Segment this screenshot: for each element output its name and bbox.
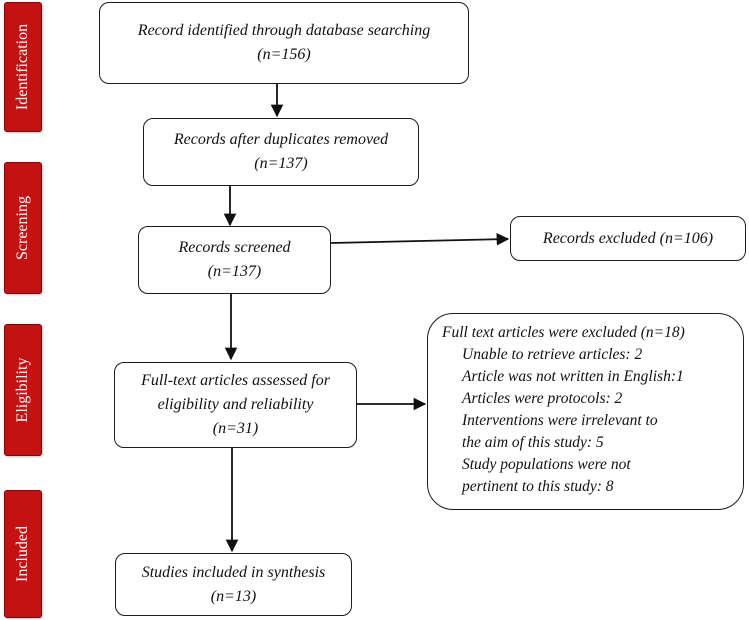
exclusion-reason: Unable to retrieve articles: 2	[462, 346, 643, 363]
box-records-screened: Records screened (n=137)	[138, 226, 331, 294]
stage-tab-identification: Identification	[4, 2, 42, 132]
box-included-synthesis-count: (n=13)	[210, 587, 257, 605]
exclusion-reason: pertinent to this study: 8	[462, 478, 614, 495]
exclusion-reason: Study populations were not	[462, 456, 631, 473]
box-records-excluded: Records excluded (n=106)	[510, 216, 746, 261]
box-full-text-assessed-line2: eligibility and reliability	[157, 396, 314, 413]
exclusion-reason: the aim of this study: 5	[462, 434, 604, 451]
exclusion-reason: Articles were protocols: 2	[462, 390, 623, 407]
arrow-screened-to-excluded	[330, 232, 510, 246]
exclusion-reason: Interventions were irrelevant to	[462, 412, 658, 429]
box-duplicates-removed-text: Records after duplicates removed	[173, 131, 389, 148]
box-records-identified: Record identified through database searc…	[99, 2, 469, 84]
box-full-text-assessed-line1: Full-text articles assessed for	[141, 372, 330, 389]
box-records-identified-count: (n=156)	[257, 46, 311, 63]
box-included-synthesis-text: Studies included in synthesis	[141, 563, 326, 581]
stage-tab-included: Included	[4, 490, 42, 618]
box-records-screened-text: Records screened	[178, 239, 291, 256]
box-records-identified-text: Record identified through database searc…	[137, 22, 431, 39]
box-records-excluded-text: Records excluded (n=106)	[542, 229, 714, 247]
exclusion-reason: Article was not written in English:1	[462, 368, 684, 385]
stage-tab-eligibility: Eligibility	[4, 324, 42, 456]
box-full-text-excluded: Full text articles were excluded (n=18) …	[427, 313, 744, 510]
box-duplicates-removed-count: (n=137)	[254, 155, 308, 172]
box-full-text-assessed: Full-text articles assessed for eligibil…	[114, 362, 357, 448]
stage-tab-screening: Screening	[4, 162, 42, 294]
box-duplicates-removed: Records after duplicates removed (n=137)	[143, 118, 419, 186]
box-full-text-assessed-count: (n=31)	[212, 420, 259, 437]
box-included-synthesis: Studies included in synthesis (n=13)	[115, 553, 352, 616]
box-full-text-excluded-title: Full text articles were excluded (n=18)	[442, 324, 685, 341]
box-records-screened-count: (n=137)	[207, 263, 262, 280]
